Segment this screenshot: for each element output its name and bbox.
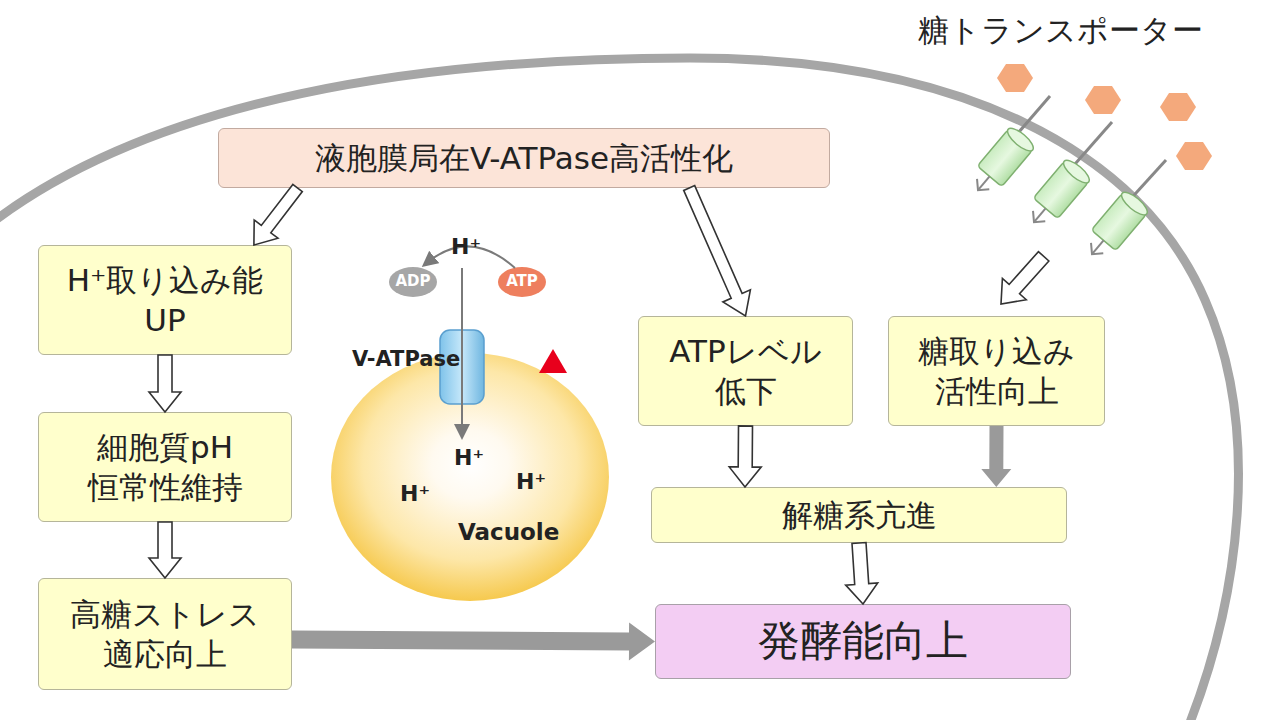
uptake-arrow [989,246,1056,315]
process-box: H⁺取り込み能 UP [38,245,292,355]
node-text: H⁺ [454,444,484,473]
node-text: Vacuole [458,518,559,548]
proton-label: H⁺ [451,234,481,259]
molecule-ellipse-fill [389,267,437,297]
red-triangle-mark [539,349,567,373]
transporter-cylinder [1022,157,1093,233]
v-atpase-pump [440,330,484,404]
gray-block-arrow [292,622,655,660]
transporter-cylinder [966,125,1037,201]
transporter-label: 糖トランスポーター [918,10,1203,52]
node-text: H⁺ [516,468,546,497]
process-box: 糖取り込み 活性向上 [888,316,1105,426]
vacuole-circle-fill [331,353,609,601]
proton-flow-line [461,268,463,432]
node-text: 発酵能向上 [758,614,968,669]
atp-hydrolysis-arrow [428,246,515,268]
molecule-ellipse: ATP [497,266,547,298]
process-box: 液胞膜局在V-ATPase高活性化 [218,128,830,188]
node-text: H⁺取り込み能 UP [45,260,285,341]
node-text: H⁺ [400,480,430,509]
node-text: ATPレベル 低下 [645,331,846,412]
result-box: 発酵能向上 [655,604,1071,679]
node-text: 液胞膜局在V-ATPase高活性化 [315,138,733,178]
hollow-block-arrow [149,355,181,412]
process-box: 解糖系亢進 [651,487,1067,543]
gray-block-arrow [981,426,1011,487]
molecule-ellipse-fill [498,267,546,297]
cell-membrane [0,58,1238,720]
sugar-hexagon [1085,86,1121,114]
sugar-transporters [966,64,1212,264]
node-text: 糖取り込み 活性向上 [895,331,1098,412]
transporter-cylinder [1080,189,1151,265]
hollow-block-arrow [254,184,302,245]
sugar-hexagon [1160,93,1196,121]
process-box: ATPレベル 低下 [638,316,853,426]
sugar-hexagon [997,64,1033,92]
molecule-ellipse: ADP [388,266,438,298]
node-text: 解糖系亢進 [782,495,937,535]
node-text: 細胞質pH 恒常性維持 [45,427,285,508]
process-box: 高糖ストレス 適応向上 [38,578,292,690]
node-text: 高糖ストレス 適応向上 [45,594,285,675]
hollow-block-arrow [729,426,761,487]
node-text: ATP [506,272,538,292]
node-text: ADP [395,272,430,292]
process-box: 細胞質pH 恒常性維持 [38,412,292,522]
hollow-block-arrow [846,543,878,605]
hollow-block-arrow [684,186,751,316]
sugar-hexagon [1176,142,1212,170]
vacuole-circle: H⁺ H⁺ H⁺ Vacuole [330,352,610,602]
hollow-block-arrow [149,522,181,578]
vacuole-circle-outline [330,352,610,602]
